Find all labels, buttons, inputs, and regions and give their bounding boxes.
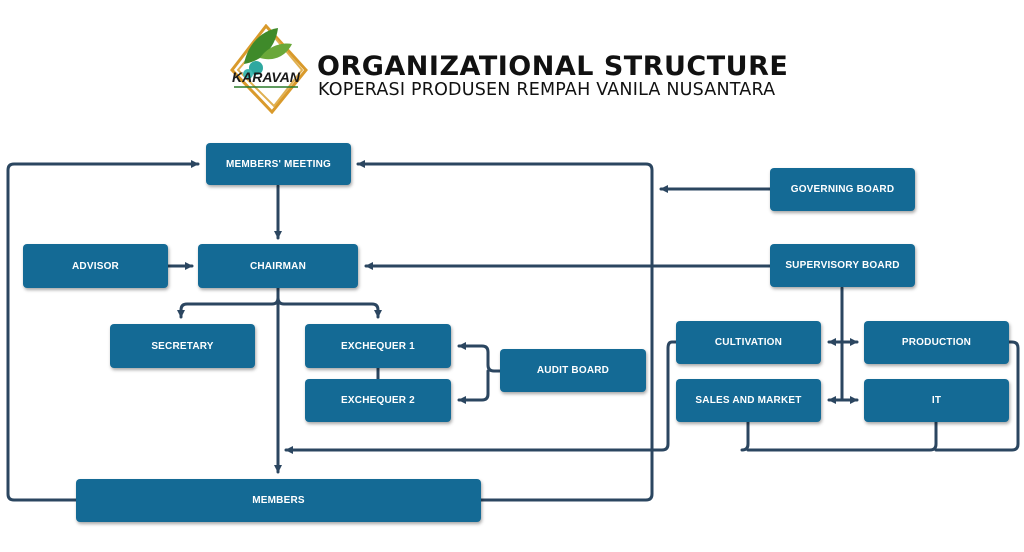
page-subtitle: KOPERASI PRODUSEN REMPAH VANILA NUSANTAR…	[318, 80, 776, 100]
node-secretary: SECRETARY	[110, 324, 255, 368]
node-sales-and-market: SALES AND MARKET	[676, 379, 821, 422]
node-audit-board: AUDIT BOARD	[500, 349, 646, 392]
edge-audit-exchequer1	[457, 342, 502, 373]
node-chairman: CHAIRMAN	[198, 244, 358, 288]
node-it: IT	[864, 379, 1009, 422]
node-supervisory-board: SUPERVISORY BOARD	[770, 244, 915, 287]
node-cultivation: CULTIVATION	[676, 321, 821, 364]
edge-supervisory-cultivation	[827, 286, 844, 346]
edge-members-meeting-left	[6, 160, 200, 502]
edge-production-members	[934, 340, 1020, 452]
edge-chairman-secretary	[177, 286, 280, 319]
edge-chairman-exchequer	[276, 296, 382, 319]
node-advisor: ADVISOR	[23, 244, 168, 288]
node-members-meeting: MEMBERS' MEETING	[206, 143, 351, 185]
edge-audit-exchequer2	[457, 369, 490, 404]
edge-cultivation-members	[284, 340, 678, 454]
node-exchequer-1: EXCHEQUER 1	[305, 324, 451, 368]
node-governing-board: GOVERNING BOARD	[770, 168, 915, 211]
node-production: PRODUCTION	[864, 321, 1009, 364]
edge-supervisory-sales	[827, 340, 844, 404]
node-exchequer-2: EXCHEQUER 2	[305, 379, 451, 422]
edge-sales-members	[740, 420, 750, 452]
logo-text: KARAVAN	[232, 69, 301, 85]
node-members: MEMBERS	[76, 479, 481, 522]
page-title: ORGANIZATIONAL STRUCTURE	[317, 51, 789, 82]
edge-it-members	[746, 420, 938, 452]
edge-members-meeting-right	[356, 160, 654, 502]
karavan-logo: KARAVAN	[230, 24, 308, 114]
